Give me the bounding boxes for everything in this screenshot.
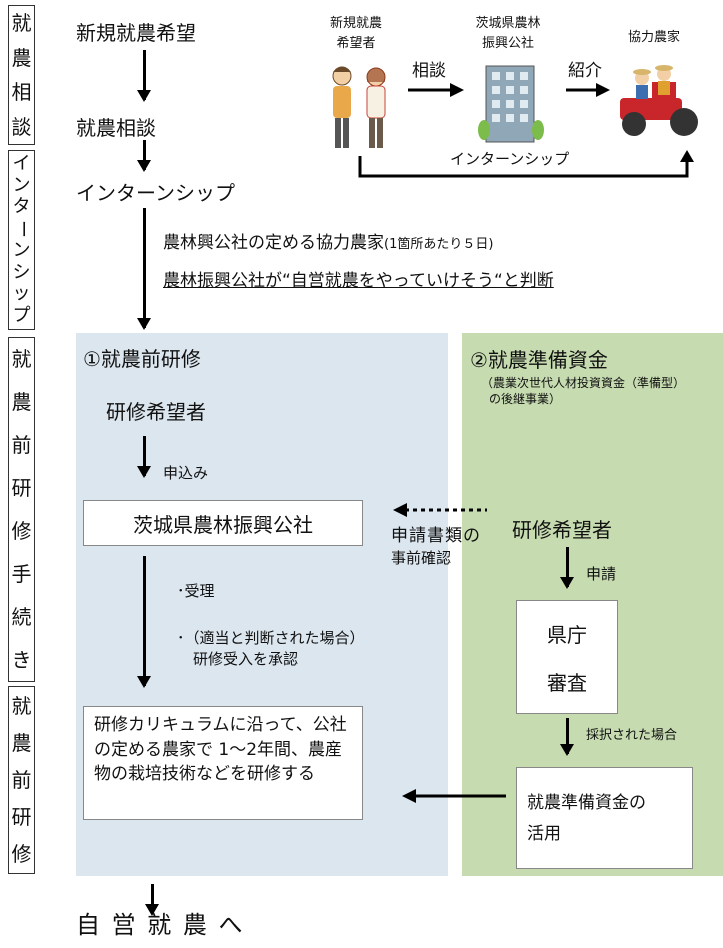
- right-applicant: 研修希望者: [512, 518, 612, 542]
- sidebar-char: イ: [12, 152, 31, 174]
- apply-label: 申込み: [163, 464, 209, 482]
- sidebar-char: 手: [11, 561, 32, 586]
- left-panel-title: ①就農前研修: [83, 347, 201, 371]
- intern-note-partner-farm: 農林興公社の定める協力農家(1箇所あたり５日): [163, 228, 493, 253]
- dotted-arrow-left: [393, 503, 487, 517]
- approve-line-1: ･（適当と判断された場合）: [177, 629, 365, 647]
- intern-note-text: 農林興公社の定める協力農家: [163, 233, 384, 253]
- label-line: 茨城県農林: [475, 16, 541, 31]
- sidebar-char: き: [11, 647, 32, 672]
- sidebar-char: ー: [11, 220, 33, 239]
- step-new-farmer-wish: 新規就農希望: [76, 21, 196, 45]
- step-internship: インターンシップ: [76, 181, 235, 205]
- sidebar-char: 農: [11, 45, 32, 70]
- arrow-down: [560, 547, 574, 589]
- final-step: 自 営 就 農 へ: [76, 911, 245, 939]
- sidebar-intern: イ ン タ ー ン シ ッ プ: [8, 150, 35, 330]
- sidebar-char: 研: [11, 476, 32, 501]
- org-name: 茨城県農林振興公社: [133, 512, 313, 537]
- building-icon: [478, 65, 544, 143]
- intern-note-days: (1箇所あたり５日): [384, 237, 494, 252]
- arrow1-label: 相談: [412, 61, 446, 81]
- sidebar-char: ン: [12, 239, 31, 261]
- right-panel-subtitle: （農業次世代人材投資資金（準備型） の後継事業）: [481, 375, 685, 407]
- internship-return-arrow: [358, 150, 694, 178]
- arrow-right-icon: [566, 83, 610, 97]
- subtitle-line: の後継事業）: [489, 392, 562, 407]
- pre-check-line: 申請書類の: [391, 526, 481, 546]
- adopted-label: 採択された場合: [586, 728, 678, 743]
- approve-label: ･（適当と判断された場合） 研修受入を承認: [177, 628, 365, 670]
- sidebar-procedure: 就 農 前 研 修 手 続 き: [8, 337, 35, 682]
- sidebar-char: プ: [12, 305, 31, 327]
- sidebar-char: 続: [11, 604, 32, 629]
- illustration-applicant-label: 新規就農 希望者: [322, 14, 390, 53]
- illustration-farm-label: 協力農家: [628, 30, 681, 45]
- arrow-down: [560, 718, 574, 756]
- illustration-corp-label: 茨城県農林 振興公社: [468, 14, 548, 53]
- apply-right-label: 申請: [586, 565, 617, 583]
- sidebar-char: 研: [11, 805, 32, 830]
- pre-check-label: 申請書類の 事前確認: [391, 525, 481, 568]
- sidebar-char: 前: [11, 433, 32, 458]
- receive-label: ･受理: [177, 582, 215, 600]
- left-applicant: 研修希望者: [106, 400, 206, 424]
- arrow-right-icon: [408, 83, 464, 97]
- arrow-down: [137, 50, 151, 102]
- fund-use-line: 就農準備資金の: [527, 793, 646, 813]
- approve-line-2: 研修受入を承認: [193, 650, 299, 668]
- label-line: 新規就農: [329, 16, 382, 31]
- curriculum-text: 研修カリキュラムに沿って、公社の定める農家で 1～2年間、農産物の栽培技術などを…: [94, 715, 347, 785]
- sidebar-char: 就: [11, 347, 32, 372]
- arrow-down: [137, 208, 151, 330]
- curriculum-box: 研修カリキュラムに沿って、公社の定める農家で 1～2年間、農産物の栽培技術などを…: [83, 706, 363, 820]
- pref-review-box: 県庁 審査: [516, 600, 618, 714]
- sidebar-char: 農: [11, 390, 32, 415]
- sidebar-training: 就 農 前 研 修: [8, 686, 35, 874]
- arrow-down: [137, 140, 151, 172]
- sidebar-consult: 就 農 相 談: [8, 5, 35, 145]
- sidebar-char: 就: [11, 11, 32, 36]
- sidebar-char: シ: [12, 261, 31, 283]
- sidebar-char: ン: [12, 174, 31, 196]
- sidebar-char: タ: [12, 196, 31, 218]
- right-panel-title: ②就農準備資金: [470, 348, 608, 372]
- arrow-down: [137, 436, 151, 478]
- intern-note-judgement: 農林振興公社が“自営就農をやっていけそう“と判断: [163, 271, 554, 291]
- org-box: 茨城県農林振興公社: [83, 500, 363, 546]
- arrow2-label: 紹介: [568, 61, 602, 81]
- sidebar-char: 前: [11, 767, 32, 792]
- arrow-down: [145, 884, 159, 916]
- sidebar-char: 相: [11, 80, 32, 105]
- sidebar-char: 談: [11, 114, 32, 139]
- pref-office: 県庁: [547, 622, 587, 647]
- label-line: 希望者: [336, 35, 376, 51]
- person-icon: [332, 66, 386, 148]
- sidebar-char: 修: [11, 518, 32, 543]
- sidebar-char: 農: [11, 730, 32, 755]
- fund-use-line: 活用: [527, 823, 561, 844]
- arrow-left-icon: [402, 789, 506, 803]
- arrow-down: [137, 556, 151, 688]
- step-consultation: 就農相談: [76, 116, 156, 140]
- tractor-farmers-icon: [620, 65, 698, 136]
- pre-check-line: 事前確認: [391, 548, 452, 567]
- label-line: 振興公社: [481, 35, 534, 51]
- return-label: インターンシップ: [448, 148, 572, 169]
- sidebar-char: ッ: [12, 283, 31, 305]
- fund-use-box: 就農準備資金の 活用: [516, 767, 693, 869]
- sidebar-char: 修: [11, 842, 32, 867]
- sidebar-char: 就: [11, 693, 32, 718]
- pref-review: 審査: [547, 670, 587, 695]
- subtitle-line: （農業次世代人材投資資金（準備型）: [481, 376, 686, 390]
